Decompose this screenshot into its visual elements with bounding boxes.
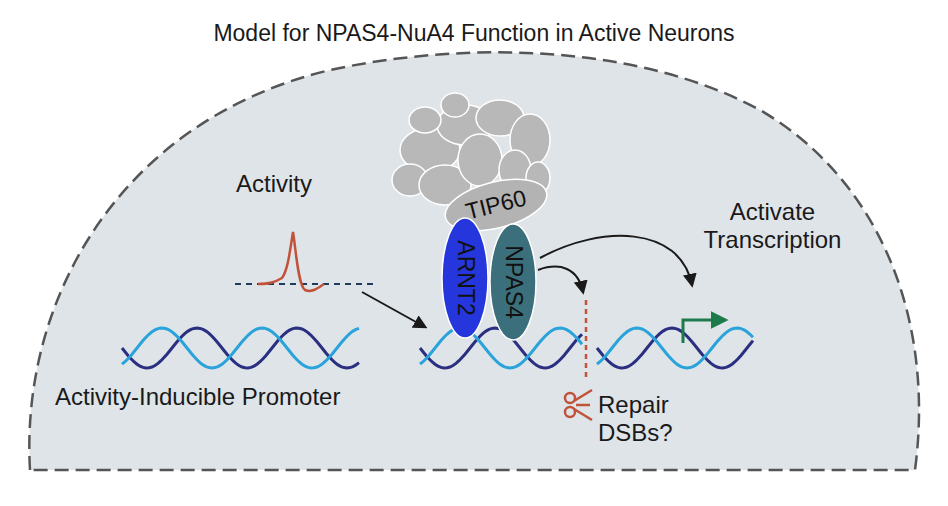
cell-outline	[29, 52, 919, 470]
transcription-label: Activate Transcription	[690, 198, 855, 253]
arnt2-node: ARNT2	[442, 218, 488, 338]
npas4-node: NPAS4	[490, 224, 536, 340]
title: Model for NPAS4-NuA4 Function in Active …	[0, 20, 948, 46]
transcription-arrow-curve	[540, 236, 692, 285]
repair-arrow-curve	[538, 267, 583, 292]
activity-label: Activity	[236, 170, 356, 198]
repair-label: Repair DSBs?	[598, 391, 708, 446]
promoter-label: Activity-Inducible Promoter	[55, 383, 395, 411]
dna-strands	[122, 328, 753, 368]
scissors-icon	[565, 390, 592, 420]
dsb-break-line	[585, 300, 588, 378]
node-label: ARNT2	[452, 240, 479, 315]
node-label: NPAS4	[500, 245, 527, 319]
activity-arrow	[362, 292, 425, 327]
action-potential	[235, 232, 375, 291]
promoter-arrow	[683, 320, 725, 343]
